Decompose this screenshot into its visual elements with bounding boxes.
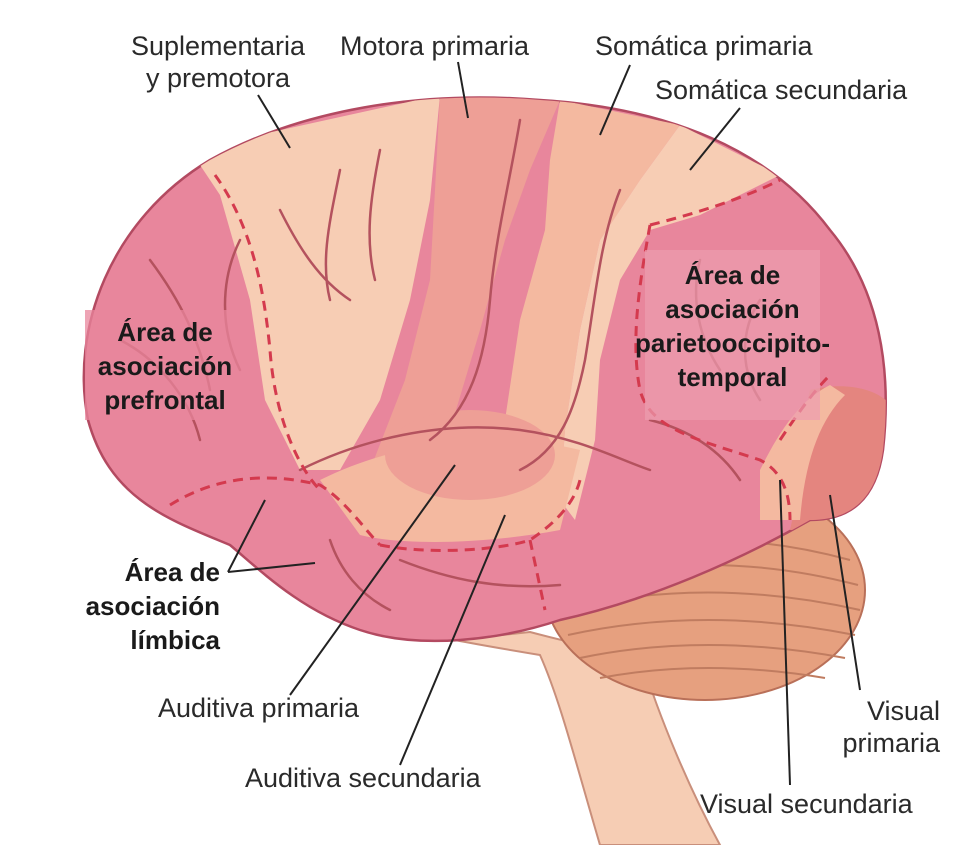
prefrontal-association-label: Área de asociación prefrontal — [85, 315, 245, 417]
label-line: Área de — [684, 260, 781, 290]
prefrontal-label-backdrop — [85, 310, 245, 420]
visual-secondary-label: Visual secundaria — [700, 789, 913, 819]
somatic-primary-region — [505, 100, 680, 500]
motor-primary-region — [370, 97, 560, 470]
visual-primary-label: Visual primaria — [800, 695, 940, 759]
auditory-primary-region — [385, 410, 555, 500]
somatic-primary-label: Somática primaria — [595, 31, 813, 61]
label-line: asociación — [665, 294, 800, 324]
label-line: parietooccipito- — [634, 328, 830, 358]
label-line: asociación — [85, 591, 220, 621]
label-line: y premotora — [145, 63, 291, 93]
supplementary-premotor-label: Suplementaria y premotora — [118, 30, 318, 94]
somatic-secondary-label: Somática secundaria — [655, 75, 908, 105]
label-line: primaria — [842, 728, 940, 758]
association-boundaries — [169, 174, 832, 611]
motor-primary-label: Motora primaria — [340, 31, 530, 61]
label-line: asociación — [97, 351, 233, 381]
supplementary-premotor-region — [190, 97, 440, 470]
label-line: límbica — [130, 625, 220, 655]
label-line: Suplementaria — [130, 31, 306, 61]
visual-secondary-region — [760, 385, 845, 520]
limbic-association-label: Área de asociación límbica — [70, 555, 220, 657]
parieto-label-backdrop — [645, 250, 820, 420]
auditory-secondary-label: Auditiva secundaria — [245, 763, 481, 793]
auditory-primary-label: Auditiva primaria — [158, 693, 360, 723]
label-line: Área de — [117, 317, 213, 347]
leader-lines — [227, 61, 861, 786]
label-line: Área de — [124, 557, 220, 587]
label-line: Visual — [866, 696, 940, 726]
label-line: prefrontal — [104, 385, 226, 415]
label-line: temporal — [677, 362, 788, 392]
parietooccipitotemporal-association-label: Área de asociación parietooccipito- temp… — [630, 258, 835, 394]
somatic-secondary-region — [560, 125, 780, 520]
